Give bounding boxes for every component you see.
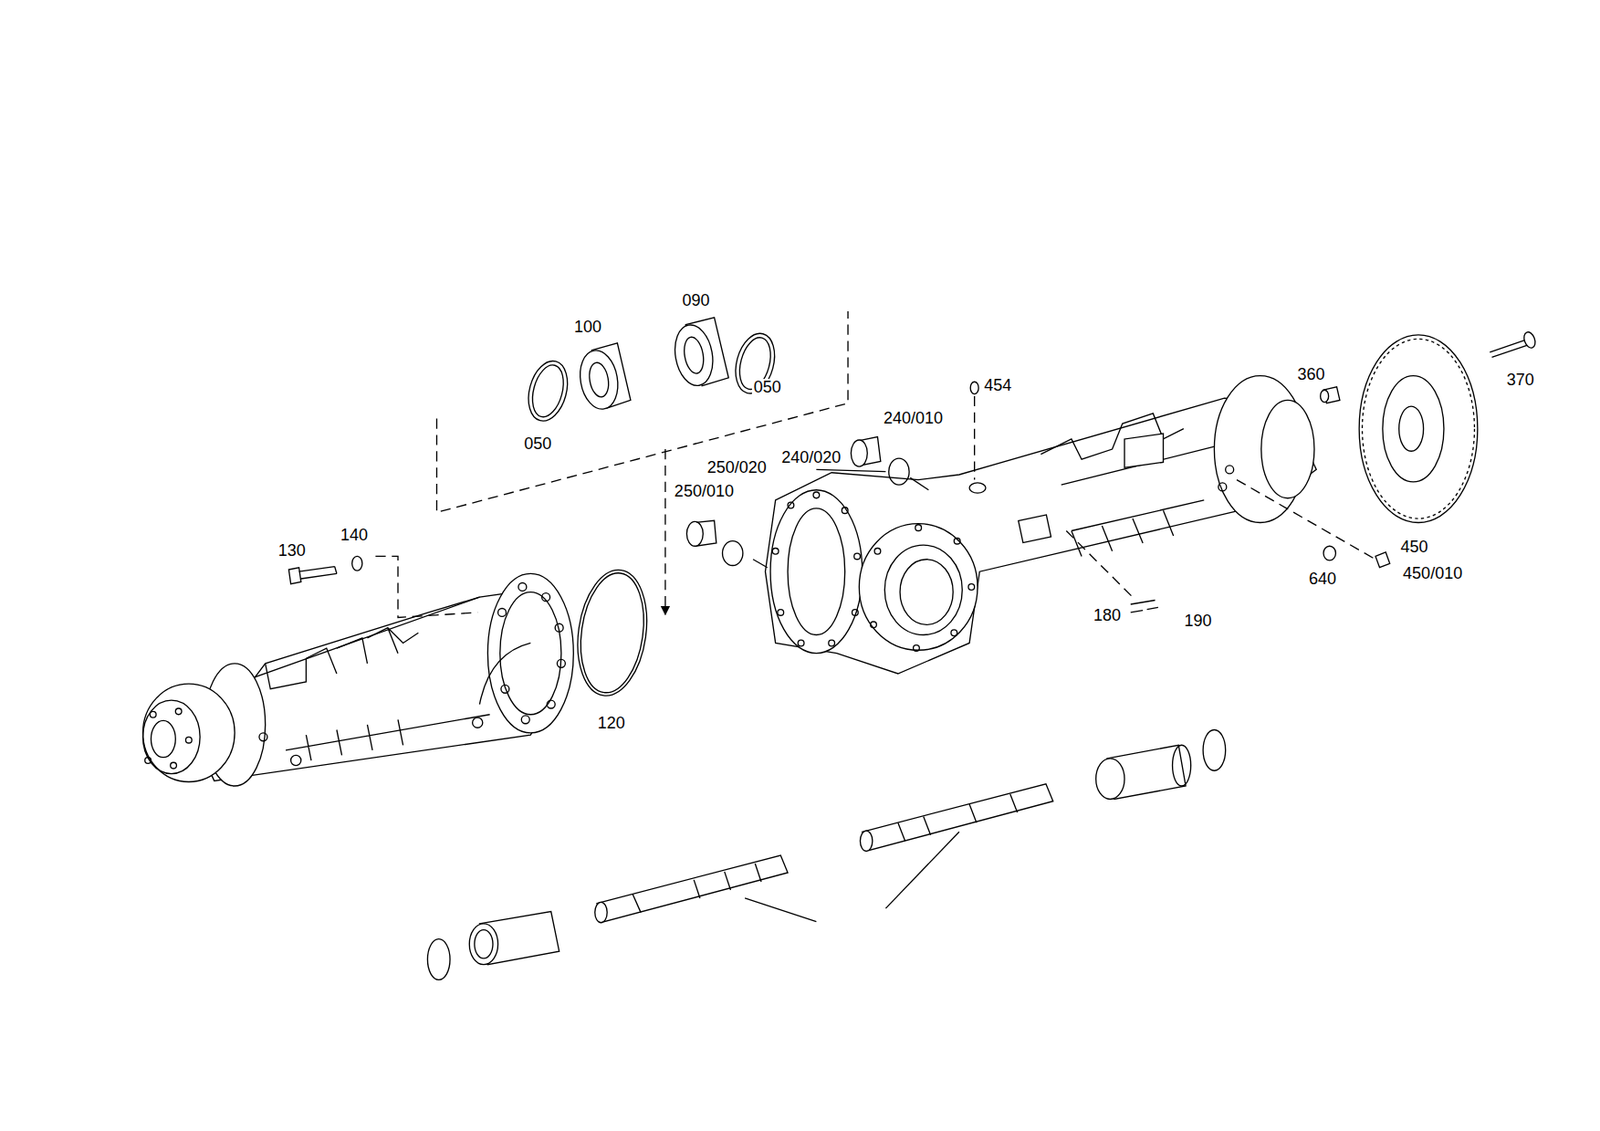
callout-number: 360 <box>1296 366 1328 386</box>
callout-number: 640 <box>1307 570 1339 589</box>
callout-number: 130 <box>276 542 308 561</box>
callout-number: 240/010 <box>881 410 945 429</box>
callout-number: 140 <box>338 526 370 545</box>
callout-number: 250/010 <box>672 482 736 502</box>
callout-number: 120 <box>596 714 628 733</box>
callout-number: 090 <box>679 292 712 311</box>
callout-number: 180 <box>1091 606 1123 626</box>
callout-number: 240/020 <box>779 449 843 468</box>
callout-number: 190 <box>1181 612 1214 631</box>
callout-number: 250/020 <box>705 459 769 478</box>
callout-number: 050 <box>522 436 554 455</box>
callout-number: 370 <box>1505 371 1537 390</box>
callout-number: 450/010 <box>1401 565 1465 585</box>
callout-number: 454 <box>982 376 1014 396</box>
callout-number: 100 <box>572 318 604 337</box>
callout-number: 050 <box>752 378 784 398</box>
callout-number: 450 <box>1398 538 1430 557</box>
